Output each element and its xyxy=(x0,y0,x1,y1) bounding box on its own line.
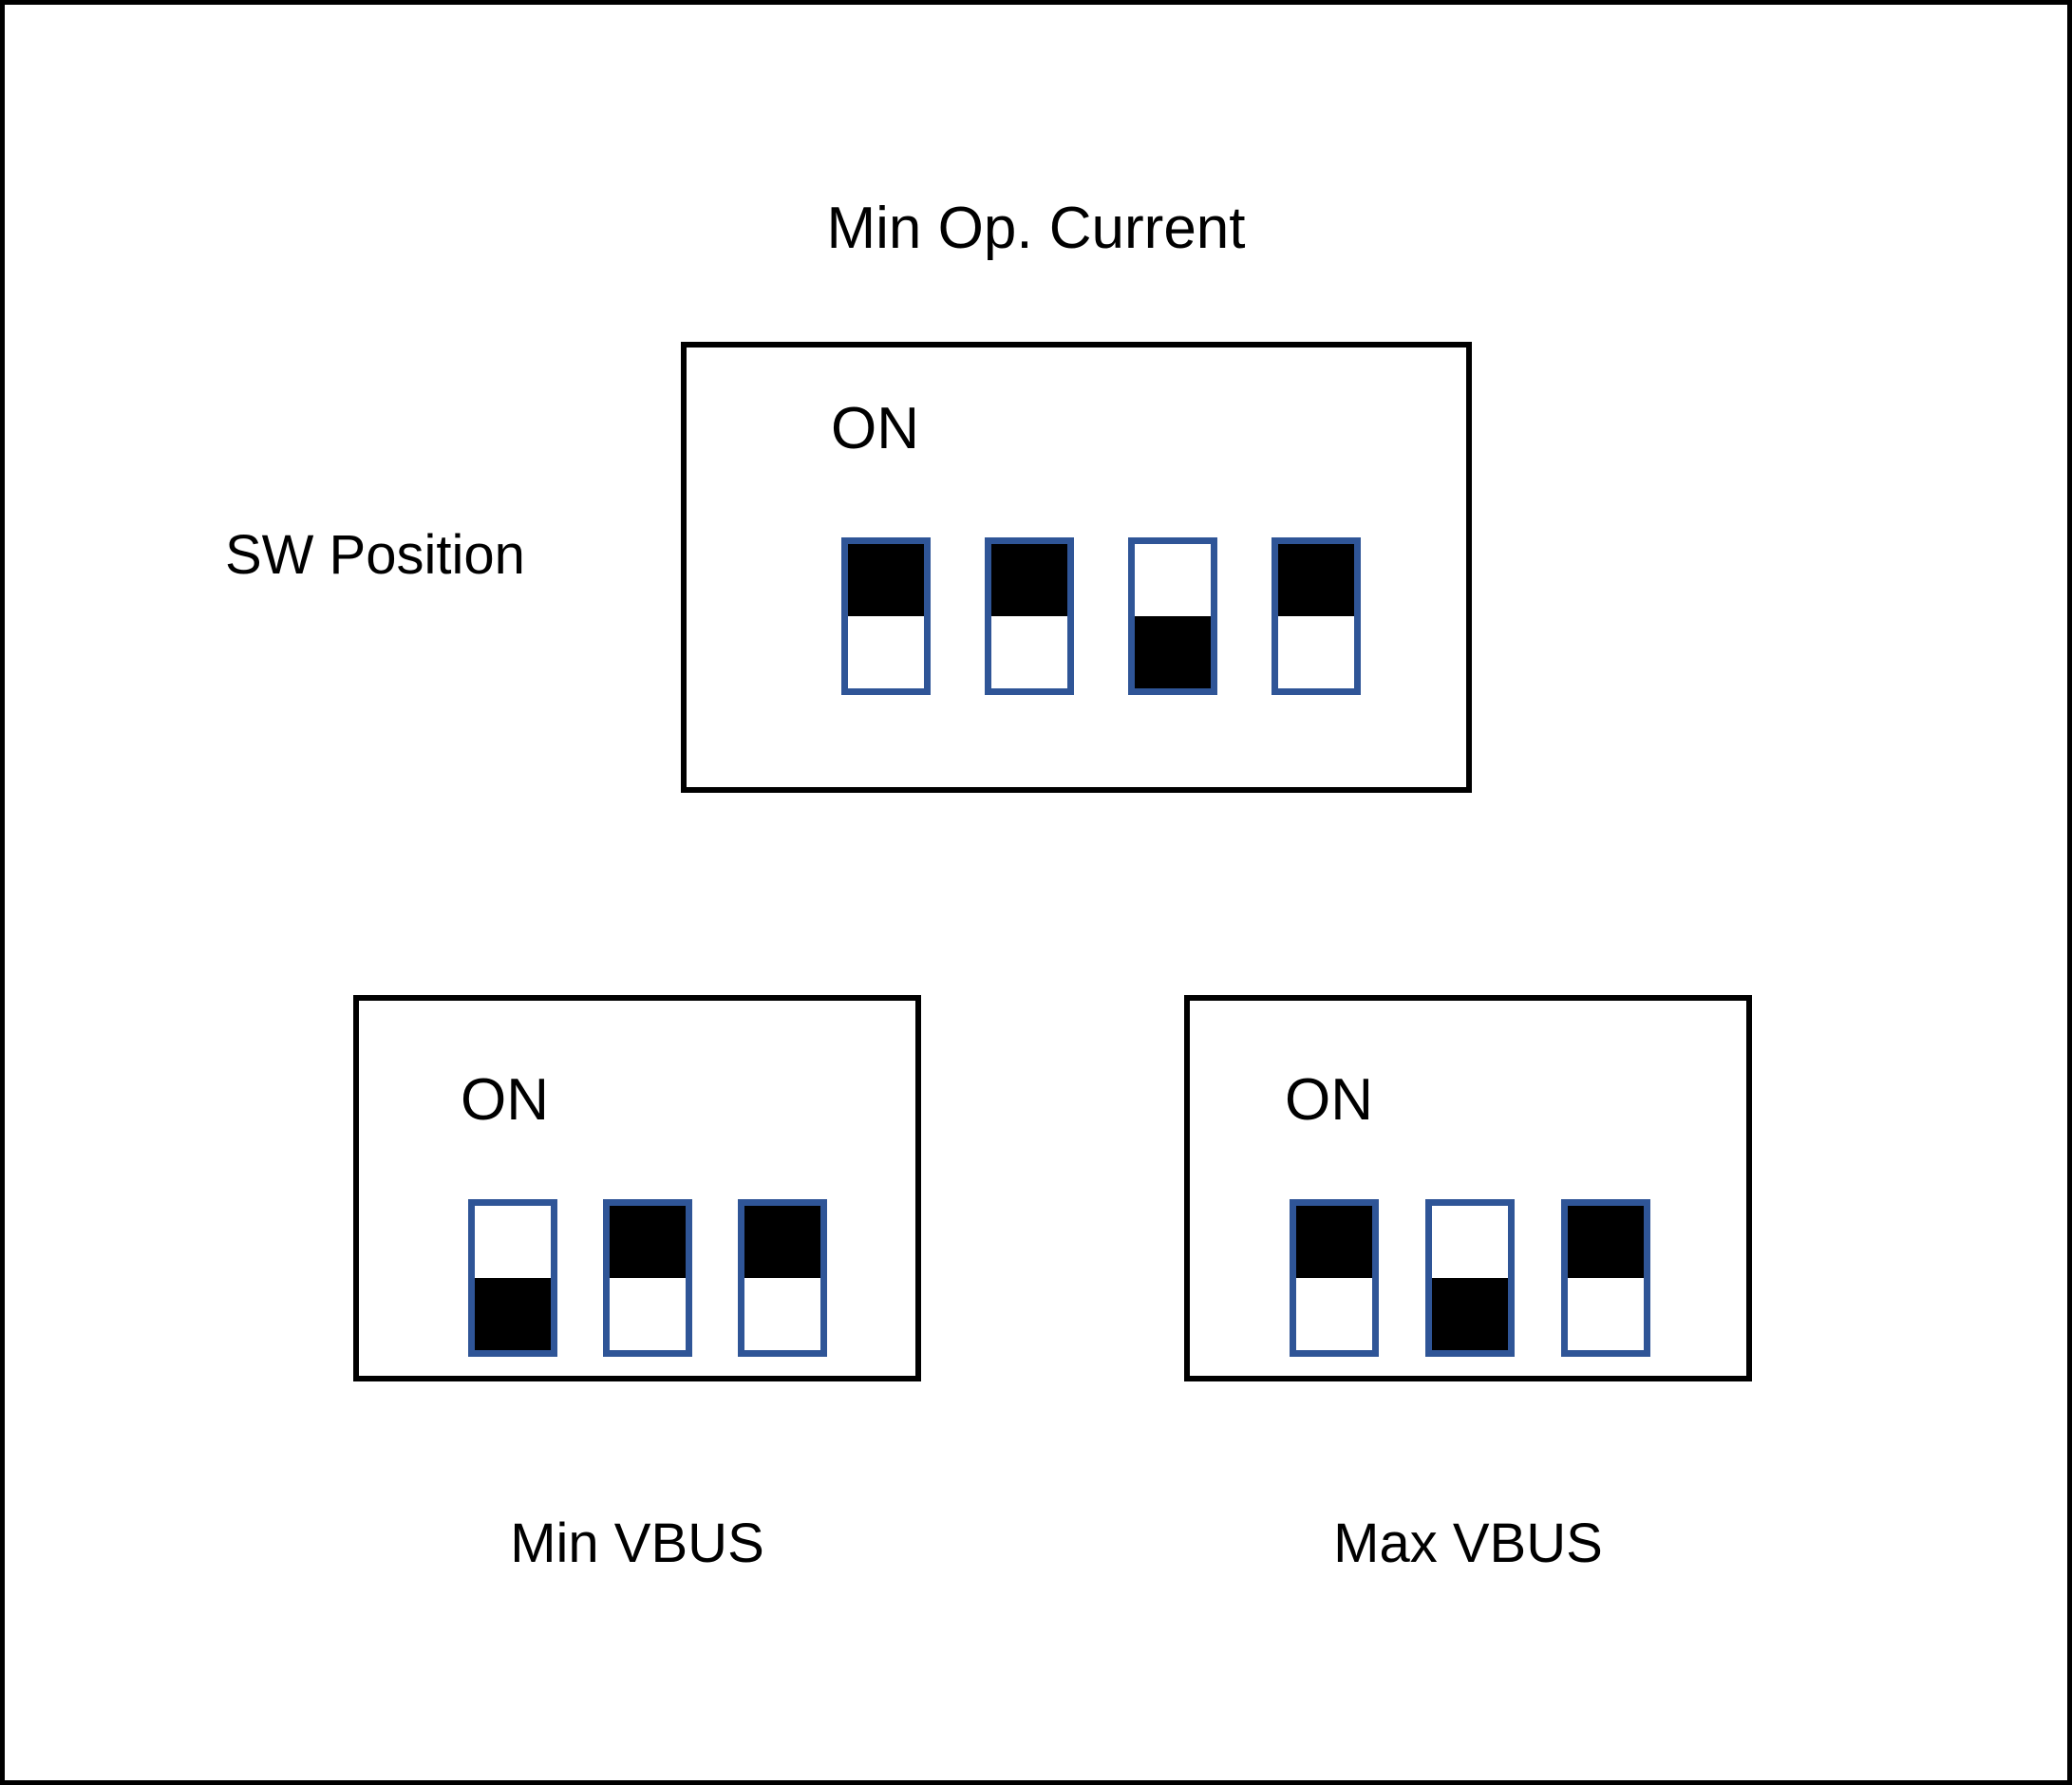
dip-half-bottom xyxy=(744,1278,820,1350)
dip-half-bottom xyxy=(1568,1278,1644,1350)
switch-bank-min-op-current: ON xyxy=(681,342,1472,793)
switch-row-max-vbus xyxy=(1290,1199,1650,1357)
dip-switch-max-vbus-2[interactable] xyxy=(1425,1199,1515,1357)
dip-half-bottom xyxy=(610,1278,686,1350)
caption-min-vbus: Min VBUS xyxy=(510,1513,764,1574)
dip-half-top xyxy=(1135,544,1211,616)
dip-half-bottom xyxy=(1278,616,1354,688)
min-op-current-title: Min Op. Current xyxy=(826,196,1246,261)
dip-half-bottom xyxy=(991,616,1067,688)
dip-switch-min-op-current-3[interactable] xyxy=(1128,537,1217,695)
dip-switch-max-vbus-1[interactable] xyxy=(1290,1199,1379,1357)
dip-half-top xyxy=(475,1206,551,1278)
dip-switch-max-vbus-3[interactable] xyxy=(1561,1199,1650,1357)
dip-half-top xyxy=(610,1206,686,1278)
on-label-min-vbus: ON xyxy=(461,1067,549,1133)
dip-half-bottom xyxy=(1135,616,1211,688)
switch-row-min-op-current xyxy=(841,537,1361,695)
sw-position-label: SW Position xyxy=(225,524,525,586)
dip-half-top xyxy=(1568,1206,1644,1278)
switch-bank-min-vbus: ON xyxy=(353,995,921,1381)
dip-switch-min-vbus-1[interactable] xyxy=(468,1199,557,1357)
switch-row-min-vbus xyxy=(468,1199,827,1357)
dip-switch-min-vbus-2[interactable] xyxy=(603,1199,692,1357)
dip-half-bottom xyxy=(475,1278,551,1350)
dip-half-top xyxy=(744,1206,820,1278)
on-label-max-vbus: ON xyxy=(1285,1067,1373,1133)
caption-max-vbus: Max VBUS xyxy=(1333,1513,1603,1574)
dip-half-top xyxy=(1278,544,1354,616)
dip-switch-min-vbus-3[interactable] xyxy=(738,1199,827,1357)
dip-half-top xyxy=(1296,1206,1372,1278)
dip-half-top xyxy=(991,544,1067,616)
dip-half-bottom xyxy=(1432,1278,1508,1350)
dip-half-bottom xyxy=(848,616,924,688)
dip-switch-min-op-current-1[interactable] xyxy=(841,537,931,695)
dip-half-bottom xyxy=(1296,1278,1372,1350)
dip-half-top xyxy=(1432,1206,1508,1278)
on-label-min-op-current: ON xyxy=(831,396,919,461)
switch-bank-max-vbus: ON xyxy=(1184,995,1752,1381)
dip-switch-min-op-current-4[interactable] xyxy=(1271,537,1361,695)
dip-half-top xyxy=(848,544,924,616)
dip-switch-min-op-current-2[interactable] xyxy=(985,537,1074,695)
